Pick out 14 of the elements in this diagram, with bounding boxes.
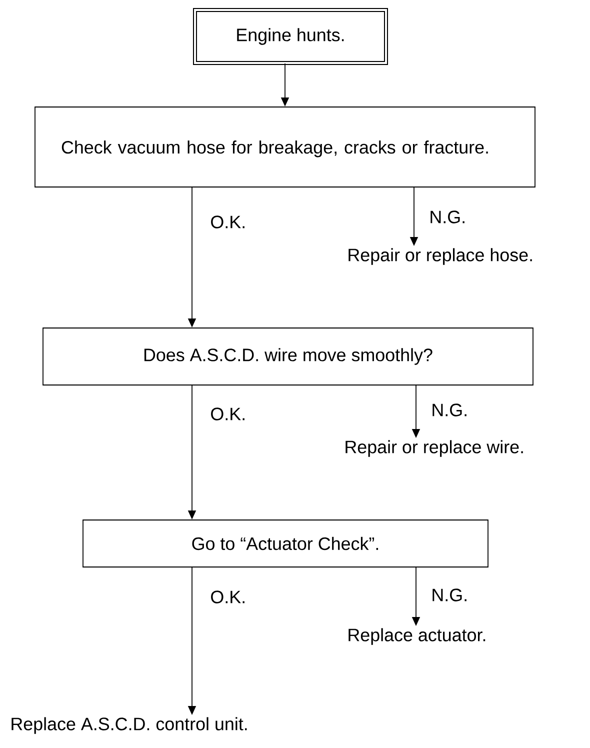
edge-label: N.G. (428, 210, 468, 224)
process-box: Check vacuum hose for breakage, cracks or fracture. (34, 106, 536, 188)
result-text: Repair or replace hose. (348, 248, 532, 265)
process-box: Go to “Actuator Check”. (82, 520, 488, 568)
result-text: Repair or replace wire. (346, 440, 523, 457)
edge-label: O.K. (209, 406, 248, 422)
edge-label: O.K. (209, 590, 248, 604)
edge-label: O.K. (209, 214, 248, 230)
start-box: Engine hunts. (193, 8, 388, 65)
result-text: Replace actuator. (348, 628, 486, 645)
result-text: Replace A.S.C.D. control unit. (12, 717, 247, 734)
edge-label: N.G. (430, 588, 470, 602)
edge-label: N.G. (430, 402, 470, 418)
process-box: Does A.S.C.D. wire move smoothly? (42, 328, 534, 386)
